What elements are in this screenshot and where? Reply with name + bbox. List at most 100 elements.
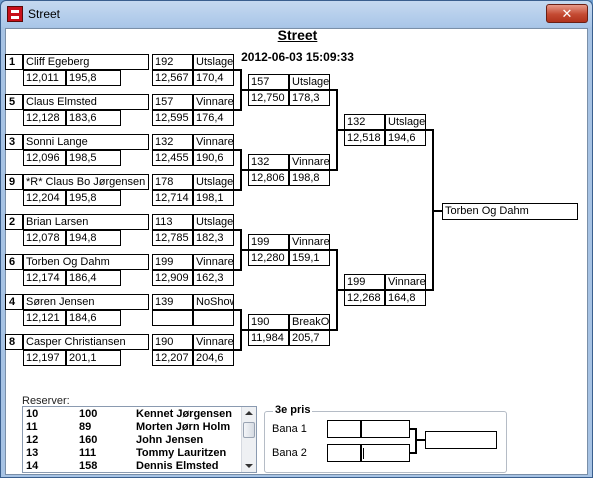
reserve-name: John Jensen xyxy=(136,434,204,446)
result-status[interactable]: Utslager xyxy=(193,214,234,230)
car-number[interactable]: 190 xyxy=(248,314,289,330)
bracket-connector xyxy=(240,249,248,251)
lane1-number-field[interactable] xyxy=(327,420,361,438)
car-number[interactable]: 132 xyxy=(248,154,289,170)
bracket-connector xyxy=(415,439,425,441)
run-speed: 178,3 xyxy=(289,90,330,106)
reserve-number: 100 xyxy=(79,408,98,420)
speed-value: 184,6 xyxy=(66,310,121,326)
run-time: 12,455 xyxy=(152,150,193,166)
reaction-time: 12,011 xyxy=(23,70,66,86)
result-status[interactable]: Vinnare xyxy=(385,274,426,290)
reserves-label: Reserver: xyxy=(22,395,70,407)
reserve-name: Morten Jørn Holm xyxy=(136,421,231,433)
app-icon[interactable] xyxy=(7,6,23,22)
lane2-result-field[interactable] xyxy=(361,444,410,462)
seed-label: 2 xyxy=(5,214,23,230)
racer-name[interactable]: Torben Og Dahm xyxy=(23,254,149,270)
third-place-winner-field[interactable] xyxy=(425,431,497,449)
reserves-scrollbar[interactable] xyxy=(241,407,256,472)
car-number[interactable]: 199 xyxy=(344,274,385,290)
result-status[interactable]: Utslager xyxy=(289,74,330,90)
lane1-result-field[interactable] xyxy=(361,420,410,438)
bracket-connector xyxy=(234,69,242,71)
scroll-thumb[interactable] xyxy=(243,422,255,438)
car-number[interactable]: 157 xyxy=(248,74,289,90)
speed-value: 201,1 xyxy=(66,350,121,366)
racer-name[interactable]: Casper Christiansen xyxy=(23,334,149,350)
run-time: 12,785 xyxy=(152,230,193,246)
result-status[interactable]: Utslager xyxy=(385,114,426,130)
speed-value: 195,8 xyxy=(66,70,121,86)
seed-label: 4 xyxy=(5,294,23,310)
racer-name[interactable]: Brian Larsen xyxy=(23,214,149,230)
racer-name[interactable]: *R* Claus Bo Jørgensen xyxy=(23,174,149,190)
bracket-connector xyxy=(234,149,242,151)
reserves-list[interactable]: 10 100 Kennet Jørgensen 11 89 Morten Jør… xyxy=(22,406,257,473)
result-status[interactable]: Vinnare xyxy=(193,254,234,270)
run-speed: 194,6 xyxy=(385,130,426,146)
bracket-connector xyxy=(410,452,417,454)
result-status[interactable]: Utslager xyxy=(193,174,234,190)
result-status[interactable]: Utslager xyxy=(193,54,234,70)
seed-label: 5 xyxy=(5,94,23,110)
result-status[interactable]: NoShow xyxy=(193,294,234,310)
run-time: 12,714 xyxy=(152,190,193,206)
bracket-panel: Street 2012-06-03 15:09:33 1 Cliff Egebe… xyxy=(5,27,588,475)
result-status[interactable]: Vinnare xyxy=(193,134,234,150)
bracket-connector xyxy=(410,428,417,430)
car-number[interactable]: 139 xyxy=(152,294,193,310)
car-number[interactable]: 178 xyxy=(152,174,193,190)
reserve-name: Dennis Elmsted xyxy=(136,460,219,472)
run-speed: 176,4 xyxy=(193,110,234,126)
result-status[interactable]: Vinnare xyxy=(289,154,330,170)
result-status[interactable]: Vinnare xyxy=(193,334,234,350)
run-time: 12,750 xyxy=(248,90,289,106)
car-number[interactable]: 132 xyxy=(152,134,193,150)
close-button[interactable]: ✕ xyxy=(546,4,588,23)
scroll-down-icon[interactable] xyxy=(245,464,253,468)
bracket-connector xyxy=(330,329,338,331)
car-number[interactable]: 113 xyxy=(152,214,193,230)
third-place-group: 3e pris Bana 1 Bana 2 xyxy=(264,404,507,473)
car-number[interactable]: 190 xyxy=(152,334,193,350)
title-bar[interactable]: Street ✕ xyxy=(1,1,592,27)
seed-label: 9 xyxy=(5,174,23,190)
result-status[interactable]: BreakOut xyxy=(289,314,330,330)
lane2-label: Bana 2 xyxy=(272,447,307,459)
car-number[interactable]: 132 xyxy=(344,114,385,130)
car-number[interactable]: 199 xyxy=(152,254,193,270)
run-time: 12,806 xyxy=(248,170,289,186)
racer-name[interactable]: Søren Jensen xyxy=(23,294,149,310)
bracket-connector xyxy=(234,309,242,311)
bracket-connector xyxy=(240,169,248,171)
car-number[interactable]: 199 xyxy=(248,234,289,250)
speed-value: 183,6 xyxy=(66,110,121,126)
result-status[interactable]: Vinnare xyxy=(193,94,234,110)
bracket-connector xyxy=(240,89,248,91)
final-winner[interactable]: Torben Og Dahm xyxy=(442,203,578,220)
bracket-connector xyxy=(234,109,242,111)
text-cursor xyxy=(363,448,364,459)
speed-value: 186,4 xyxy=(66,270,121,286)
bracket-connector xyxy=(240,329,248,331)
racer-name[interactable]: Cliff Egeberg xyxy=(23,54,149,70)
result-status[interactable]: Vinnare xyxy=(289,234,330,250)
scroll-up-icon[interactable] xyxy=(245,411,253,415)
car-number[interactable]: 157 xyxy=(152,94,193,110)
run-time: 11,984 xyxy=(248,330,289,346)
lane2-number-field[interactable] xyxy=(327,444,361,462)
racer-name[interactable]: Claus Elmsted xyxy=(23,94,149,110)
reaction-time: 12,121 xyxy=(23,310,66,326)
run-speed: 162,3 xyxy=(193,270,234,286)
reaction-time: 12,197 xyxy=(23,350,66,366)
run-speed: 204,6 xyxy=(193,350,234,366)
seed-label: 1 xyxy=(5,54,23,70)
reaction-time: 12,174 xyxy=(23,270,66,286)
run-time: 12,280 xyxy=(248,250,289,266)
run-speed: 205,7 xyxy=(289,330,330,346)
car-number[interactable]: 192 xyxy=(152,54,193,70)
run-time: 12,518 xyxy=(344,130,385,146)
racer-name[interactable]: Sonni Lange xyxy=(23,134,149,150)
